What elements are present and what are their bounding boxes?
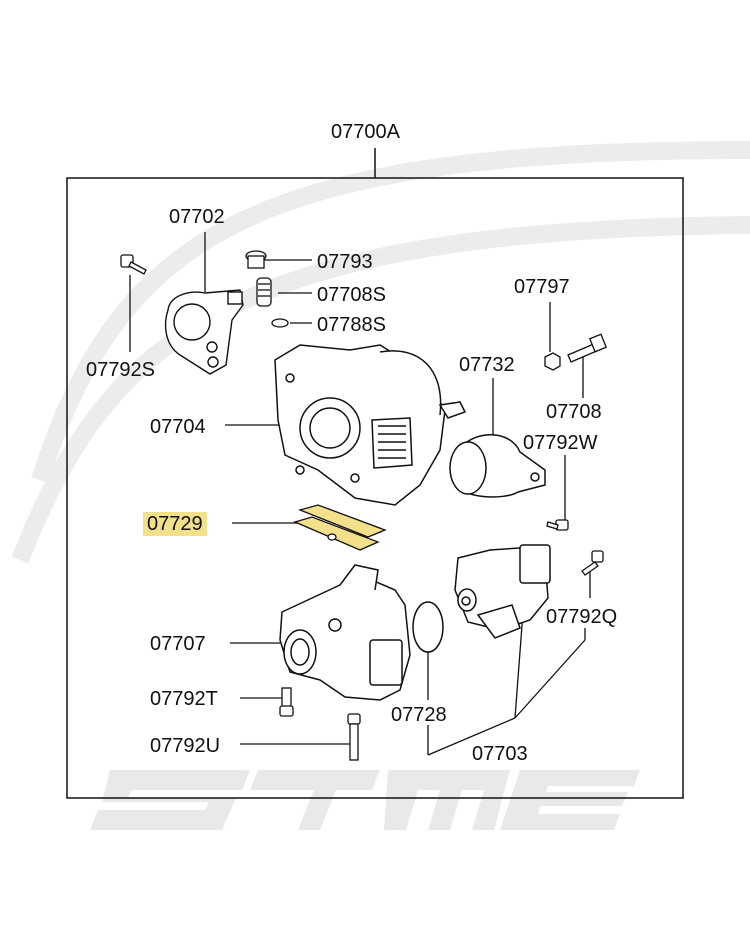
gasket-07729[interactable]: [293, 504, 387, 551]
label-part-07793[interactable]: 07793: [317, 251, 373, 273]
label-part-07702[interactable]: 07702: [169, 206, 225, 228]
leader-lines: [129, 232, 591, 756]
label-part-07708S[interactable]: 07708S: [317, 284, 386, 306]
label-part-07729-highlighted[interactable]: 07729: [143, 512, 207, 536]
screw-07792S: [120, 254, 147, 275]
label-part-07792Q[interactable]: 07792Q: [546, 606, 618, 628]
label-part-07797[interactable]: 07797: [514, 276, 570, 298]
iac-housing: [279, 564, 411, 701]
o-ring-07728: [412, 601, 444, 653]
label-part-07732[interactable]: 07732: [459, 354, 515, 376]
bolt-07708: [567, 333, 608, 363]
label-part-07792W[interactable]: 07792W: [523, 432, 598, 454]
label-part-07704[interactable]: 07704: [150, 416, 206, 438]
screw-07792T: [279, 687, 294, 717]
screw-07792U: [347, 713, 361, 761]
label-part-07703[interactable]: 07703: [472, 743, 528, 765]
label-part-07708[interactable]: 07708: [546, 401, 602, 423]
screw-07792Q: [581, 550, 604, 576]
screw-07792W: [546, 519, 569, 531]
label-part-07792T[interactable]: 07792T: [150, 688, 218, 710]
label-assembly-07700A[interactable]: 07700A: [331, 121, 400, 143]
throttle-body: [274, 344, 467, 506]
label-part-07728[interactable]: 07728: [391, 704, 447, 726]
dashpot: [449, 434, 546, 498]
small-parts-stack: [245, 250, 289, 328]
throttle-position-sensor: [164, 289, 244, 375]
nut-07797: [544, 352, 561, 371]
watermark-logo: [90, 770, 640, 830]
label-part-07788S[interactable]: 07788S: [317, 314, 386, 336]
idle-air-control-valve: [454, 544, 551, 639]
label-part-07707[interactable]: 07707: [150, 633, 206, 655]
label-part-07792U[interactable]: 07792U: [150, 735, 221, 757]
label-part-07792S[interactable]: 07792S: [86, 359, 155, 381]
